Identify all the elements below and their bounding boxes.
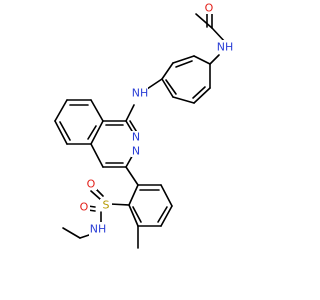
- amide-nh: NH: [217, 40, 234, 54]
- molecule-structure: O NH NH N N O: [54, 2, 234, 249]
- phthalazine-n2: N: [131, 145, 141, 158]
- svg-text:N: N: [132, 131, 140, 144]
- svg-text:NH: NH: [217, 41, 234, 54]
- svg-text:O: O: [80, 201, 89, 214]
- atom-labels: O NH NH N N O: [78, 2, 234, 236]
- svg-text:S: S: [103, 199, 110, 212]
- amine-nh: NH: [132, 86, 149, 100]
- sulfonamide-nh: NH: [89, 222, 107, 236]
- sulfonyl-oxygen-1: O: [85, 178, 97, 191]
- svg-text:O: O: [87, 178, 96, 191]
- bond-layer: [54, 7, 227, 249]
- svg-text:O: O: [205, 2, 214, 15]
- sulfur-atom: S: [100, 199, 112, 212]
- sulfonyl-oxygen-2: O: [78, 201, 90, 214]
- molecule-canvas: O NH NH N N O: [54, 1, 234, 249]
- phthalazine-n1: N: [131, 131, 141, 144]
- svg-text:NH: NH: [132, 87, 149, 100]
- svg-text:NH: NH: [90, 223, 107, 236]
- amide-oxygen: O: [203, 2, 215, 15]
- svg-text:N: N: [132, 145, 140, 158]
